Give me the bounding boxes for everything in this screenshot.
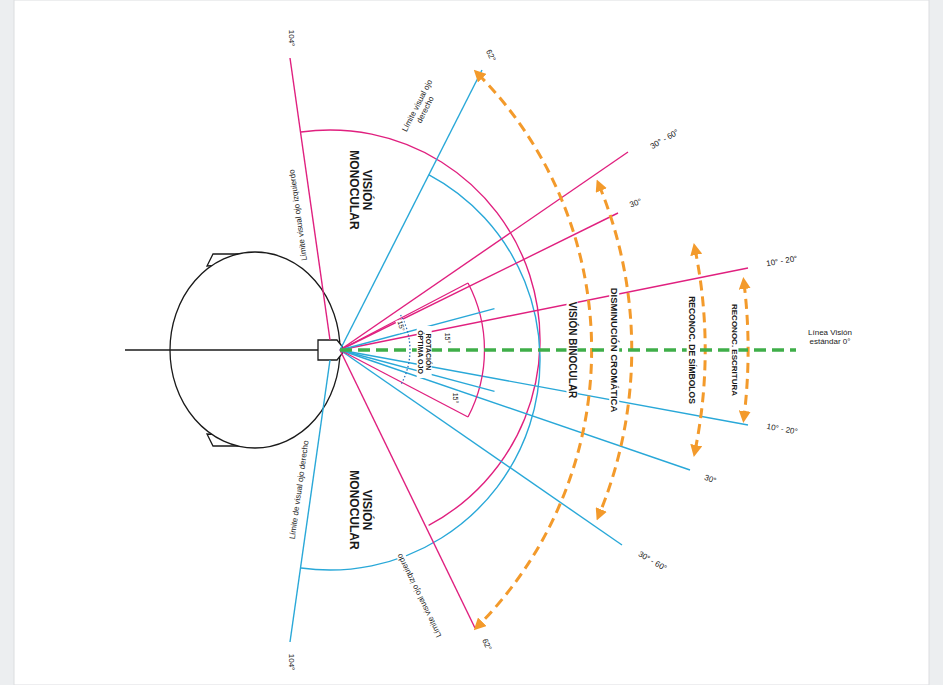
limit-line xyxy=(340,70,482,350)
head-figure xyxy=(125,252,345,448)
zone-label: DISMINUCIÓN CROMÁTICA xyxy=(609,287,619,414)
angle-label: 104° xyxy=(287,653,296,672)
angle-label: 30° - 60° xyxy=(648,128,681,152)
right-eye-arc xyxy=(301,175,540,570)
limit-label: Límite visual ojo izquierdo xyxy=(288,168,310,262)
zone-label: RECONOC. ESCRITURA xyxy=(730,303,739,397)
zone-label: RECONOC. DE SÍMBOLOS xyxy=(686,295,695,405)
angle-label: 104° xyxy=(287,29,296,48)
angle-label: 15° xyxy=(396,319,407,333)
limit-label: Límite visual ojo izquierdo xyxy=(395,551,444,639)
angle-label: 30° - 60° xyxy=(635,550,668,574)
left-eye-arc xyxy=(301,130,540,525)
card-background xyxy=(14,0,929,685)
angle-label: 30° xyxy=(628,197,644,210)
angle-label: 15° xyxy=(451,392,459,405)
angle-label: 15° xyxy=(443,332,451,345)
zone-label: VISIÓN MONOCULAR xyxy=(347,144,373,236)
zone-label: VISIÓN BINOCULAR xyxy=(567,301,578,400)
sight-line-label: Línea Visión estándar 0° xyxy=(803,329,857,347)
limit-label: Límite de visual ojo derecho xyxy=(289,439,312,541)
zone-label: ROTACIÓN ÓPTIMA OJO xyxy=(416,326,431,378)
angle-label: 30° xyxy=(702,473,718,486)
angle-label: 62° xyxy=(479,637,493,654)
angle-label: 62° xyxy=(483,48,497,65)
angle-label: 10° - 20° xyxy=(765,423,799,437)
limit-label: Límite visual ojo derecho xyxy=(400,76,444,139)
zone-label: VISIÓN MONOCULAR xyxy=(347,464,373,556)
limit-line xyxy=(340,350,475,628)
angle-label: 10° - 20° xyxy=(765,255,799,269)
